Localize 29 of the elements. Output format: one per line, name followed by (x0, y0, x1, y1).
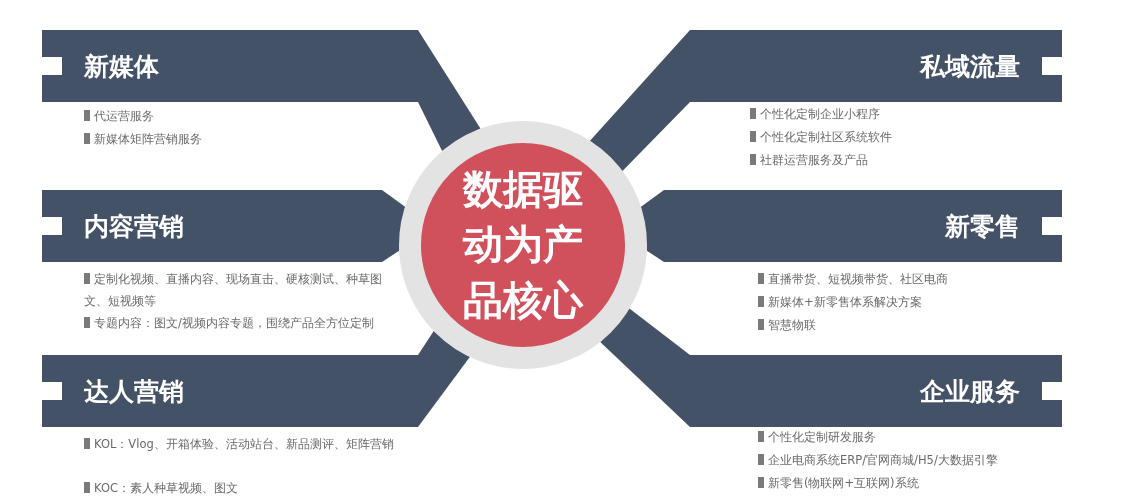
connector-wedge (640, 190, 664, 262)
banner-heading: 企业服务 (920, 375, 1020, 408)
bullet-item: 新媒体+新零售体系解决方案 (758, 291, 1058, 313)
connector-wedge (418, 331, 470, 427)
bullet-item: 专题内容：图文/视频内容专题，围绕产品全方位定制 (84, 312, 384, 334)
bullet-item: 新媒体矩阵营销服务 (84, 128, 384, 150)
bullet-item: 直播带货、短视频带货、社区电商 (758, 268, 1058, 290)
bullet-item: 企业电商系统ERP/官网商城/H5/大数据引擎 (758, 449, 1058, 471)
banner-heading: 私域流量 (920, 50, 1020, 83)
bullet-item: KOC：素人种草视频、图文 (84, 477, 414, 497)
banner-heading: 新零售 (945, 210, 1020, 243)
bullet-item: KOL：Vlog、开箱体验、活动站台、新品测评、矩阵营销 (84, 433, 414, 455)
banner-heading: 新媒体 (84, 50, 159, 83)
bullet-item: 个性化定制社区系统软件 (750, 126, 1050, 148)
bullet-item: 新零售(物联网+互联网)系统 (758, 472, 1058, 494)
core-title: 数据驱动为产品核心 (461, 165, 585, 325)
bullet-item: 代运营服务 (84, 105, 384, 127)
bullet-item: 个性化定制研发服务 (758, 426, 1058, 448)
connector-wedge (600, 308, 690, 427)
banner-heading: 达人营销 (84, 375, 184, 408)
category-banner (690, 30, 1062, 102)
bullet-item: 社群运营服务及产品 (750, 149, 1050, 171)
connector-wedge (590, 30, 690, 171)
bullet-item: 定制化视频、直播内容、现场直击、硬核测试、种草图文、短视频等 (84, 268, 384, 312)
bullet-item: 个性化定制企业小程序 (750, 103, 1050, 125)
banner-heading: 内容营销 (84, 210, 184, 243)
connector-wedge (382, 190, 406, 262)
connector-wedge (418, 30, 481, 151)
bullet-item: 智慧物联 (758, 314, 1058, 336)
